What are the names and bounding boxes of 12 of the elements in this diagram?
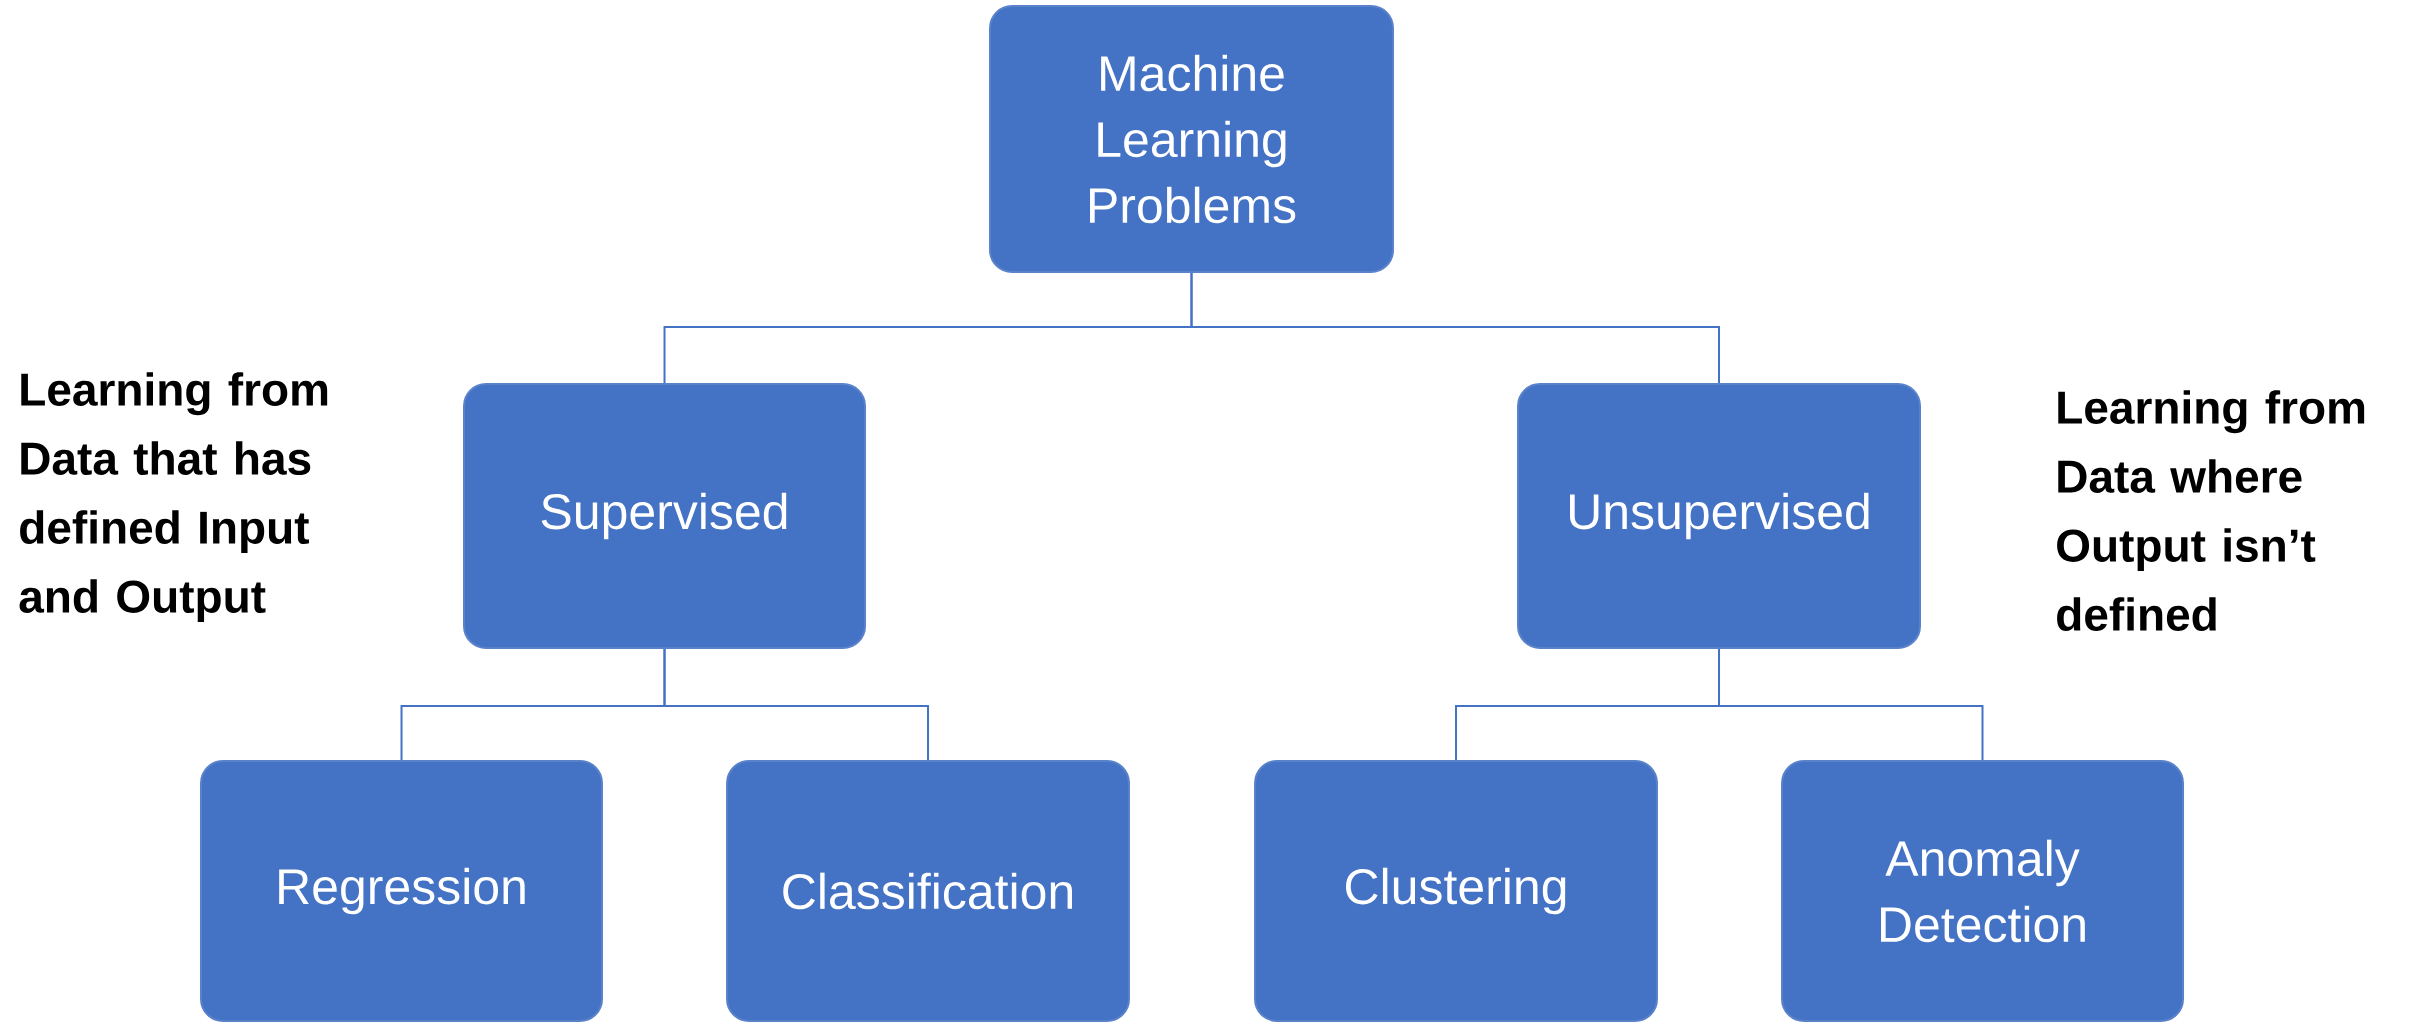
process-box: Regression [200, 760, 603, 1022]
process-box: Clustering [1254, 760, 1658, 1022]
process-box: Unsupervised [1517, 383, 1921, 649]
process-box: Machine Learning Problems [989, 5, 1394, 273]
side-note: Learning from Data where Output isn’t defined [2057, 390, 2365, 631]
process-box: Classification [726, 760, 1130, 1022]
connector [1190, 272, 1720, 384]
process-box: Supervised [463, 383, 866, 649]
connector [1718, 648, 1984, 761]
connector [663, 648, 929, 761]
side-note: Learning from Data that has defined Input and Output [19, 372, 328, 623]
process-box: Anomaly Detection [1781, 760, 2184, 1022]
